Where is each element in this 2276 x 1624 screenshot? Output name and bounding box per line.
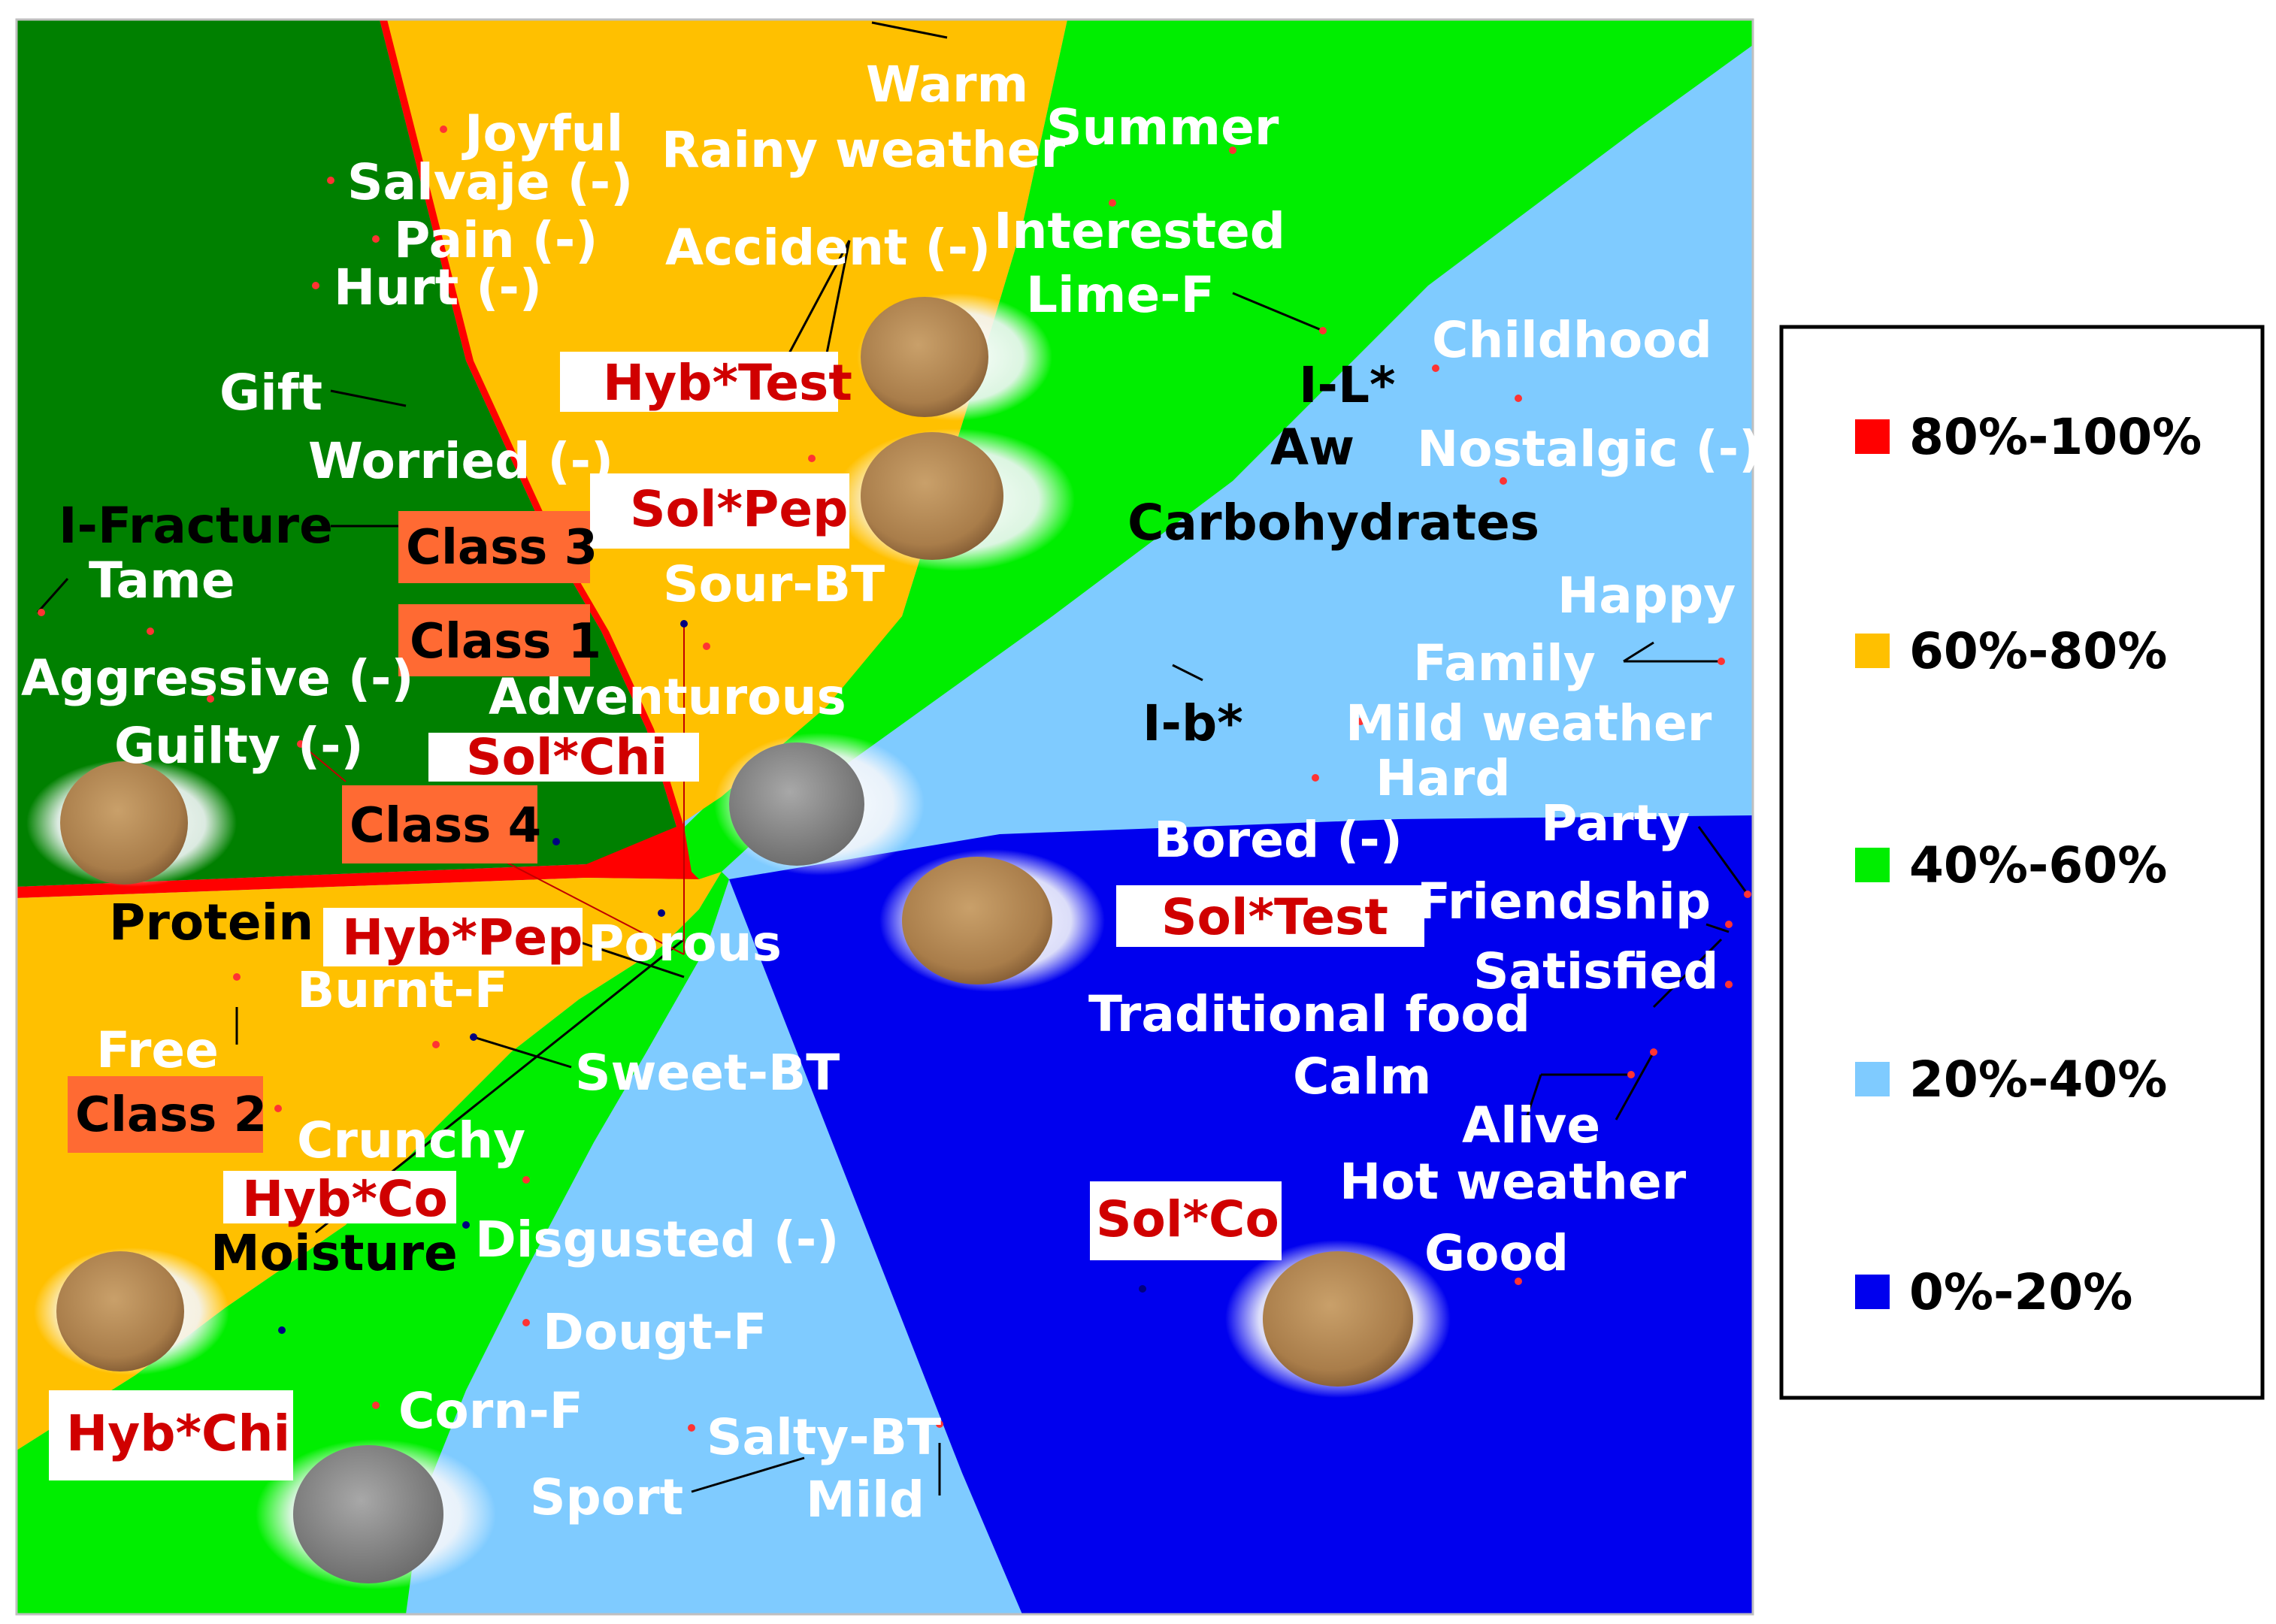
attribute-label-satisfied: Satisfied	[1473, 942, 1718, 1000]
attribute-label-mild-weather: Mild weather	[1345, 694, 1712, 752]
variable-label-i-b: I-b*	[1143, 694, 1243, 752]
attribute-label-good: Good	[1424, 1224, 1569, 1282]
product-label-sol-chi: Sol*Chi	[466, 728, 667, 786]
attribute-label-sour-bt: Sour-BT	[663, 555, 885, 613]
attribute-label-hard: Hard	[1376, 749, 1511, 807]
variable-label-i-l: I-L*	[1299, 356, 1396, 414]
product-label-hyb-test: Hyb*Test	[603, 354, 852, 412]
legend-label-60-80: 60%-80%	[1909, 622, 2167, 680]
class-label-class-1: Class 1	[410, 614, 601, 670]
variable-label-moisture: Moisture	[210, 1224, 458, 1282]
legend-swatch-60-80	[1855, 634, 1890, 668]
attribute-label-mild: Mild	[806, 1471, 925, 1529]
product-label-sol-test: Sol*Test	[1161, 888, 1388, 946]
attribute-label-alive: Alive	[1462, 1096, 1600, 1154]
legend-swatch-0-20	[1855, 1275, 1890, 1309]
attribute-label-salty-bt: Salty-BT	[707, 1408, 941, 1466]
region-yellow-top	[380, 20, 1067, 827]
attribute-label-tame: Tame	[89, 552, 235, 609]
attribute-label-crunchy: Crunchy	[297, 1111, 525, 1169]
attribute-dots	[38, 126, 1751, 1432]
attribute-label-friendship: Friendship	[1417, 872, 1711, 930]
attribute-label-bored: Bored (-)	[1154, 811, 1403, 869]
attribute-label-corn-f: Corn-F	[398, 1382, 583, 1440]
attribute-label-sport: Sport	[530, 1468, 683, 1526]
attribute-label-nostalgic: Nostalgic (-)	[1417, 420, 1761, 478]
class-boxes	[68, 511, 590, 1153]
attribute-label-interested: Interested	[994, 202, 1285, 260]
variable-label-protein: Protein	[109, 894, 313, 951]
variable-label-aw: Aw	[1270, 419, 1354, 476]
product-label-sol-pep: Sol*Pep	[630, 480, 848, 538]
legend-label-40-60: 40%-60%	[1909, 836, 2167, 894]
attribute-label-free: Free	[96, 1021, 219, 1079]
attribute-label-joyful: Joyful	[462, 104, 623, 162]
attribute-label-porous: Porous	[588, 915, 782, 972]
attribute-label-guilty: Guilty (-)	[114, 717, 364, 775]
attribute-label-salvaje: Salvaje (-)	[347, 153, 633, 211]
variable-dots	[278, 620, 1146, 1334]
attribute-label-childhood: Childhood	[1432, 311, 1712, 369]
attribute-label-family: Family	[1413, 634, 1596, 692]
tortilla-photos	[26, 293, 1451, 1589]
class-label-class-4: Class 4	[350, 798, 541, 854]
product-label-hyb-chi: Hyb*Chi	[66, 1405, 290, 1462]
product-boxes	[49, 352, 1424, 1480]
attribute-label-party: Party	[1541, 794, 1690, 852]
attribute-label-aggressive: Aggressive (-)	[21, 649, 414, 707]
attribute-label-disgusted: Disgusted (-)	[475, 1211, 839, 1269]
variable-label-i-fracture: I-Fracture	[59, 497, 333, 555]
legend: 80%-100% 60%-80% 40%-60% 20%-40% 0%-20%	[1779, 325, 2265, 1400]
legend-swatch-40-60	[1855, 848, 1890, 882]
leader-lines-red	[300, 624, 685, 955]
class-label-class-3: Class 3	[406, 520, 598, 576]
attribute-label-happy: Happy	[1557, 567, 1736, 624]
legend-label-20-40: 20%-40%	[1909, 1051, 2167, 1108]
attribute-label-gift: Gift	[219, 364, 322, 422]
product-label-hyb-pep: Hyb*Pep	[342, 909, 583, 966]
attribute-label-worried: Worried (-)	[308, 432, 613, 490]
attribute-label-lime-f: Lime-F	[1026, 266, 1215, 324]
attribute-label-summer: Summer	[1046, 98, 1279, 156]
attribute-label-accident: Accident (-)	[665, 219, 991, 277]
attribute-label-rainy-weather: Rainy weather	[661, 121, 1066, 179]
attribute-label-sweet-bt: Sweet-BT	[575, 1044, 840, 1102]
attribute-label-burnt-f: Burnt-F	[297, 961, 508, 1019]
variable-label-carbohydrates: Carbohydrates	[1127, 494, 1539, 552]
legend-label-80-100: 80%-100%	[1909, 408, 2202, 466]
attribute-label-pain: Pain (-)	[394, 211, 598, 269]
attribute-label-adventurous: Adventurous	[489, 668, 846, 726]
product-label-sol-co: Sol*Co	[1096, 1190, 1279, 1248]
legend-swatch-20-40	[1855, 1062, 1890, 1096]
attribute-label-dougt-f: Dougt-F	[543, 1303, 767, 1361]
attribute-label-calm: Calm	[1293, 1048, 1431, 1105]
map-border	[15, 18, 1754, 1616]
region-green-top	[661, 20, 1753, 909]
attribute-label-traditional-food: Traditional food	[1088, 985, 1530, 1043]
class-label-class-2: Class 2	[75, 1087, 267, 1143]
attribute-label-hurt: Hurt (-)	[334, 259, 542, 316]
product-label-hyb-co: Hyb*Co	[242, 1170, 448, 1228]
attribute-label-hot-weather: Hot weather	[1339, 1153, 1687, 1211]
legend-swatch-80-100	[1855, 419, 1890, 454]
legend-label-0-20: 0%-20%	[1909, 1263, 2132, 1321]
attribute-label-warm: Warm	[866, 56, 1028, 113]
